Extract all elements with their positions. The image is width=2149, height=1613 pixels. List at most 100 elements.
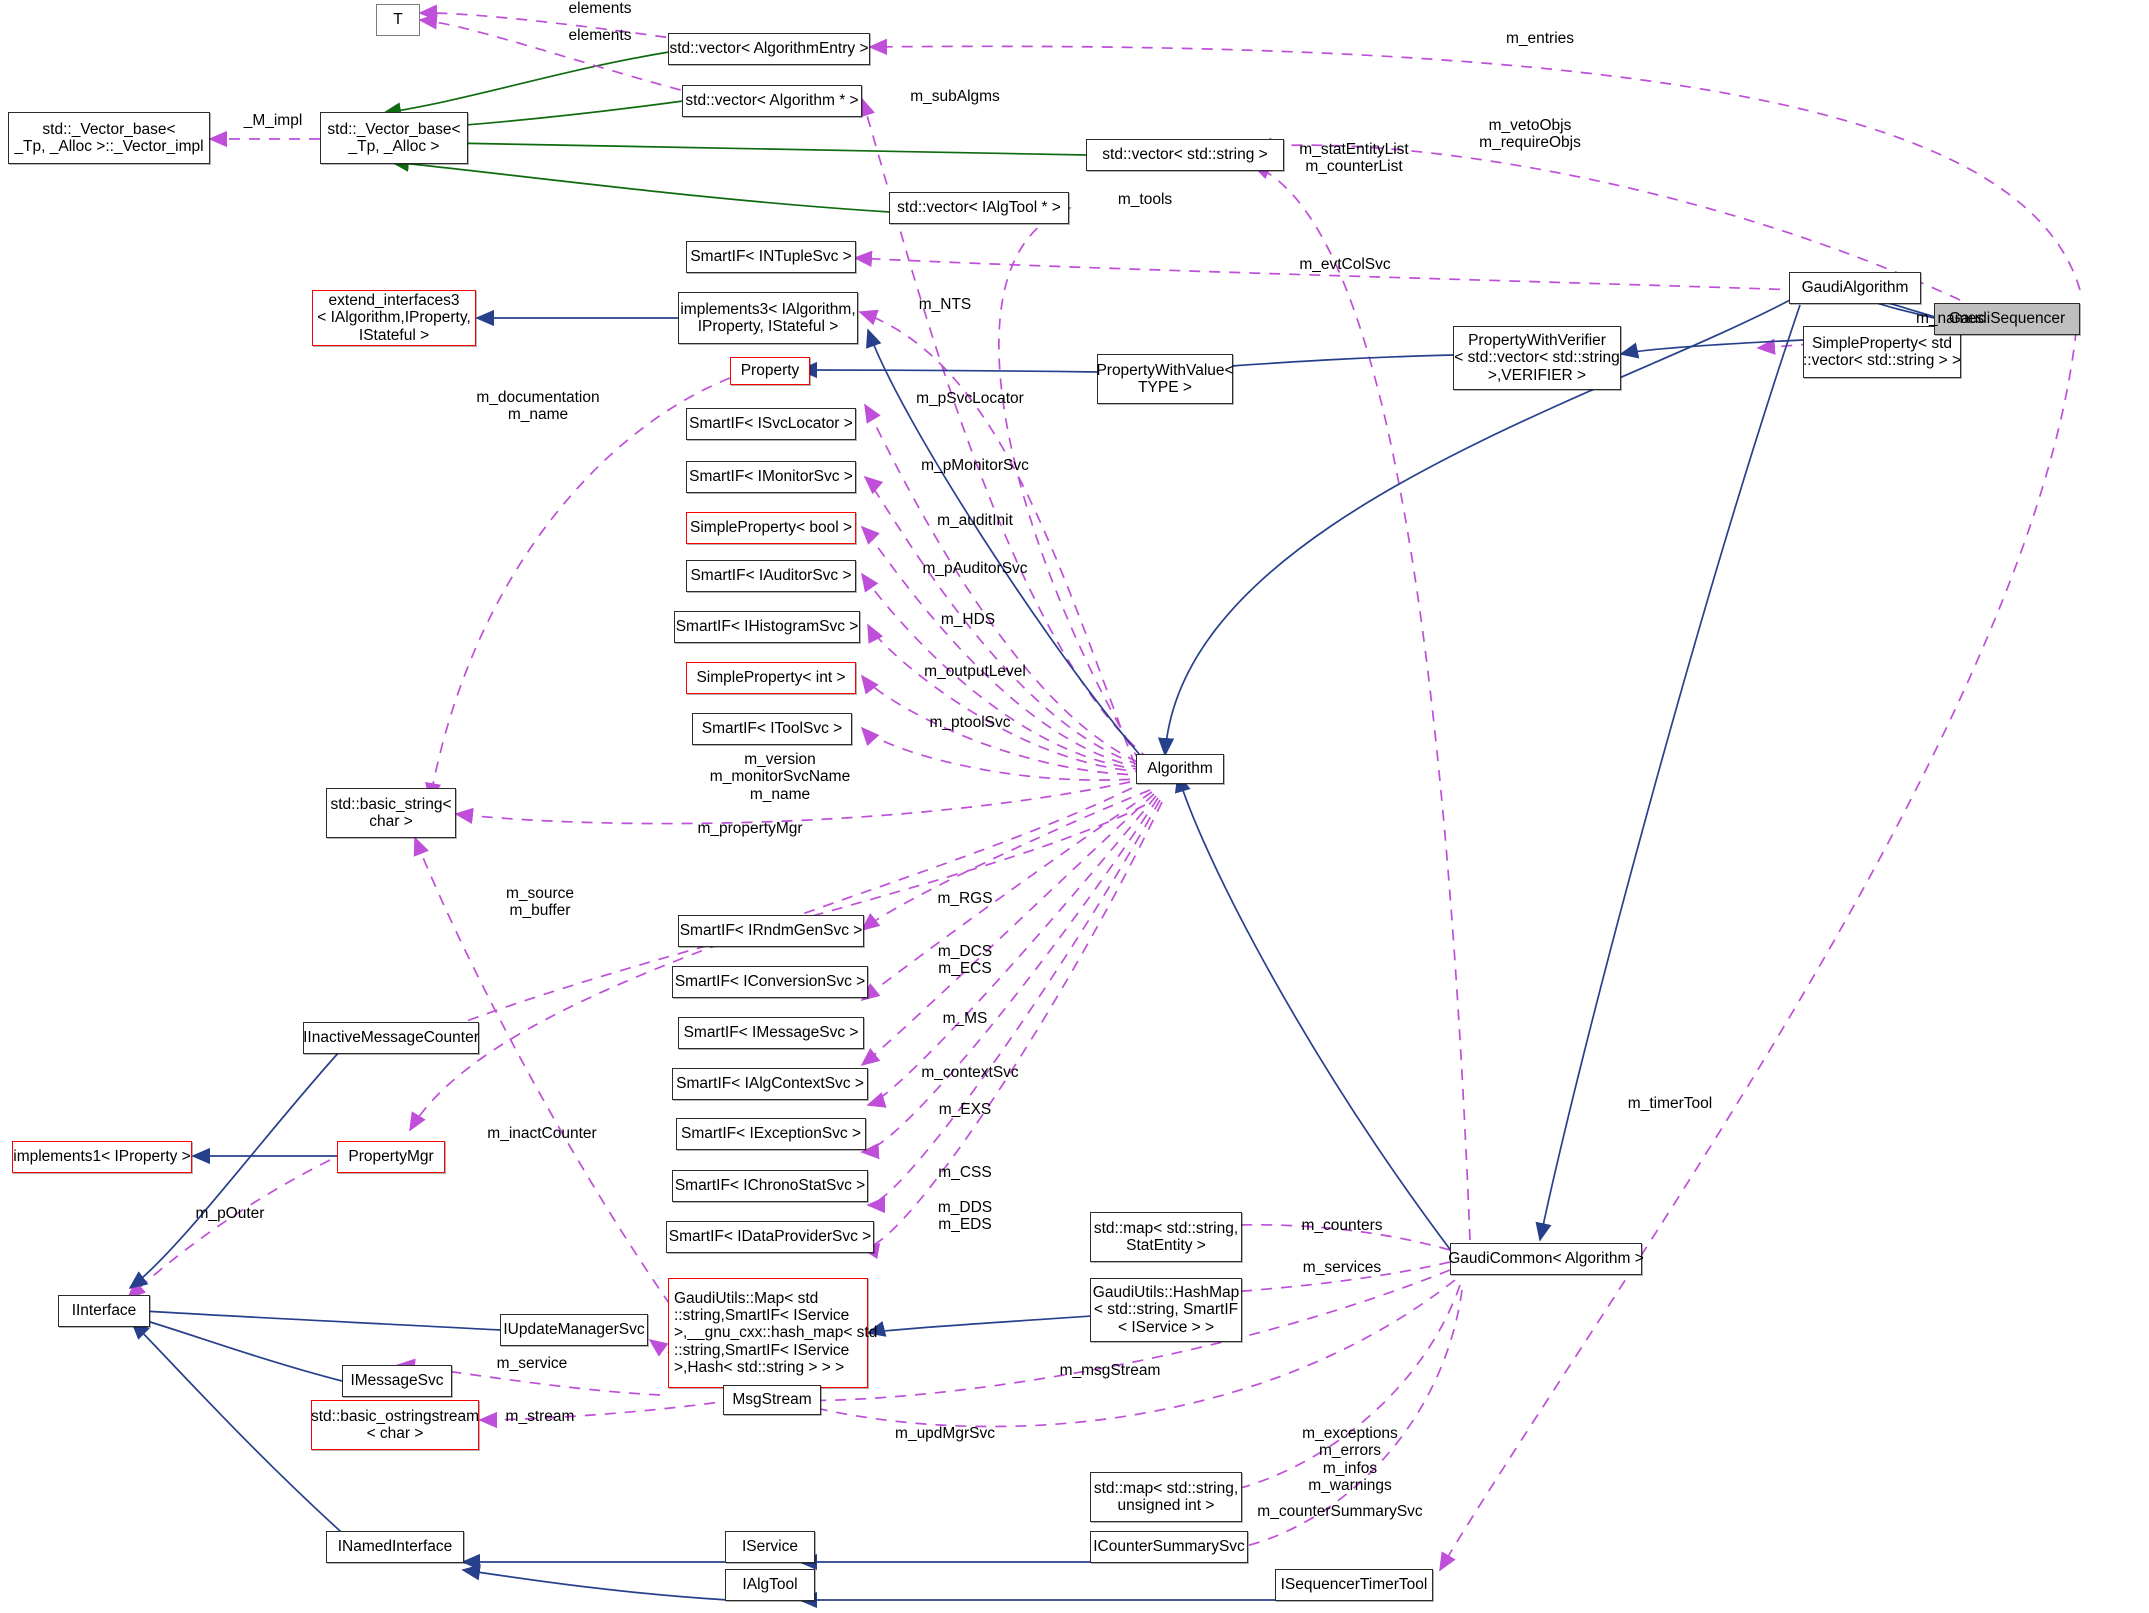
- node-label: std::basic_ostringstream < char >: [311, 1407, 479, 1442]
- node-label: GaudiCommon< Algorithm >: [1448, 1250, 1644, 1268]
- edge-label-text: elements: [568, 27, 632, 44]
- node-label: SmartIF< IAuditorSvc >: [690, 567, 852, 585]
- node-label: IService: [742, 1538, 798, 1556]
- node-t[interactable]: T: [376, 4, 420, 36]
- node-label: SimpleProperty< bool >: [690, 519, 852, 537]
- node-vector-algorithm-ptr[interactable]: std::vector< Algorithm * >: [682, 85, 862, 117]
- node-implements1-iproperty[interactable]: implements1< IProperty >: [12, 1141, 192, 1173]
- node-label: std::vector< Algorithm * >: [685, 92, 859, 110]
- node-gaudisequencer[interactable]: GaudiSequencer: [1934, 303, 2080, 335]
- node-implements3[interactable]: implements3< IAlgorithm, IProperty, ISta…: [678, 292, 858, 344]
- node-label: PropertyWithVerifier < std::vector< std:…: [1454, 331, 1620, 384]
- node-vector-base-impl[interactable]: std::_Vector_base< _Tp, _Alloc >::_Vecto…: [8, 112, 210, 164]
- node-label: std::vector< IAlgTool * >: [897, 199, 1061, 217]
- edge-label-m-updmgrsvc: m_updMgrSvc: [855, 1425, 1035, 1442]
- edge-label-text: m_services: [1302, 1259, 1382, 1276]
- node-simpleproperty-vector-string[interactable]: SimpleProperty< std ::vector< std::strin…: [1803, 326, 1961, 378]
- node-map-string-statentity[interactable]: std::map< std::string, StatEntity >: [1090, 1212, 1242, 1262]
- edge-label-text: m_statEntityList m_counterList: [1299, 141, 1409, 176]
- node-smartif-isvclocator[interactable]: SmartIF< ISvcLocator >: [686, 408, 856, 440]
- node-smartif-ihistogramsvc[interactable]: SmartIF< IHistogramSvc >: [674, 611, 860, 643]
- node-gaudiutils-hashmap[interactable]: GaudiUtils::HashMap < std::string, Smart…: [1090, 1278, 1242, 1342]
- node-icountersummarysvc[interactable]: ICounterSummarySvc: [1090, 1531, 1248, 1563]
- node-vector-string[interactable]: std::vector< std::string >: [1086, 139, 1284, 171]
- node-label: MsgStream: [732, 1391, 812, 1409]
- node-iinactivemessagecounter[interactable]: IInactiveMessageCounter: [303, 1022, 479, 1054]
- node-label: GaudiSequencer: [1948, 310, 2066, 328]
- node-label: std::_Vector_base< _Tp, _Alloc >: [327, 120, 461, 155]
- edge-label-m-rgs: m_RGS: [895, 890, 1035, 907]
- node-msgstream[interactable]: MsgStream: [723, 1385, 821, 1415]
- edge-label-m-dds: m_DDS m_EDS: [895, 1199, 1035, 1234]
- edge-label-m-dcs: m_DCS m_ECS: [895, 943, 1035, 978]
- node-smartif-ialgcontextsvc[interactable]: SmartIF< IAlgContextSvc >: [672, 1068, 868, 1100]
- node-property-with-value[interactable]: PropertyWithValue< TYPE >: [1096, 354, 1234, 404]
- edge-label-text: m_MS: [942, 1010, 988, 1027]
- node-simpleproperty-int[interactable]: SimpleProperty< int >: [686, 662, 856, 694]
- node-property-with-verifier[interactable]: PropertyWithVerifier < std::vector< std:…: [1453, 326, 1621, 390]
- node-vector-ialgtool[interactable]: std::vector< IAlgTool * >: [889, 192, 1069, 224]
- node-vector-base[interactable]: std::_Vector_base< _Tp, _Alloc >: [320, 112, 468, 164]
- node-smartif-intuplesvc[interactable]: SmartIF< INTupleSvc >: [686, 241, 856, 273]
- node-label: GaudiAlgorithm: [1801, 279, 1909, 297]
- node-smartif-idataprovidersvc[interactable]: SmartIF< IDataProviderSvc >: [666, 1221, 874, 1253]
- edge-label-m-subalgms: m_subAlgms: [878, 88, 1032, 105]
- edge-label-text: m_timerTool: [1627, 1095, 1713, 1112]
- node-simpleproperty-bool[interactable]: SimpleProperty< bool >: [686, 512, 856, 544]
- edge-label-text: m_pSvcLocator: [916, 390, 1024, 407]
- edge-label-text: m_updMgrSvc: [895, 1425, 995, 1442]
- edge-label-text: m_RGS: [937, 890, 993, 907]
- node-label: std::_Vector_base< _Tp, _Alloc >::_Vecto…: [14, 120, 204, 155]
- edge-label-m-pauditorsvc: m_pAuditorSvc: [890, 560, 1060, 577]
- node-smartif-ichronostatsvc[interactable]: SmartIF< IChronoStatSvc >: [672, 1170, 868, 1202]
- node-gaudicommon-algorithm[interactable]: GaudiCommon< Algorithm >: [1448, 1243, 1644, 1275]
- node-basic-string-char[interactable]: std::basic_string< char >: [326, 788, 456, 838]
- node-label: T: [393, 11, 403, 29]
- node-property[interactable]: Property: [730, 357, 810, 385]
- edge-label-m-impl: _M_impl: [228, 112, 318, 129]
- node-label: IMessageSvc: [350, 1372, 444, 1390]
- node-label: std::vector< std::string >: [1102, 146, 1268, 164]
- node-smartif-iexceptionsvc[interactable]: SmartIF< IExceptionSvc >: [676, 1118, 866, 1150]
- node-extend-interfaces3[interactable]: extend_interfaces3 < IAlgorithm,IPropert…: [312, 290, 476, 346]
- node-label: SmartIF< IMonitorSvc >: [689, 468, 853, 486]
- edge-label-text: m_stream: [505, 1408, 575, 1425]
- node-smartif-irndmgensvc[interactable]: SmartIF< IRndmGenSvc >: [678, 915, 864, 947]
- edge-label-m-inactcounter: m_inactCounter: [452, 1125, 632, 1142]
- node-label: SmartIF< IExceptionSvc >: [680, 1125, 862, 1143]
- node-isequencertimertool[interactable]: ISequencerTimerTool: [1275, 1569, 1433, 1601]
- edge-label-m-source: m_source m_buffer: [470, 885, 610, 920]
- edge-label-text: m_ptoolSvc: [929, 714, 1011, 731]
- node-gaudiutils-map[interactable]: GaudiUtils::Map< std ::string,SmartIF< I…: [668, 1278, 877, 1388]
- node-smartif-itoolsvc[interactable]: SmartIF< IToolSvc >: [692, 713, 852, 745]
- edge-label-m-version: m_version m_monitorSvcName m_name: [660, 751, 900, 803]
- node-smartif-iconversionsvc[interactable]: SmartIF< IConversionSvc >: [672, 966, 868, 998]
- edge-label-m-pmonitorsvc: m_pMonitorSvc: [890, 457, 1060, 474]
- node-label: implements1< IProperty >: [13, 1148, 191, 1166]
- node-algorithm[interactable]: Algorithm: [1136, 754, 1224, 784]
- node-imessagesvc[interactable]: IMessageSvc: [342, 1365, 452, 1397]
- node-smartif-iauditorsvc[interactable]: SmartIF< IAuditorSvc >: [686, 560, 856, 592]
- node-inamedinterface[interactable]: INamedInterface: [326, 1531, 464, 1563]
- node-iservice[interactable]: IService: [725, 1531, 815, 1563]
- node-smartif-imessagesvc[interactable]: SmartIF< IMessageSvc >: [678, 1017, 864, 1049]
- node-map-string-unsigned-int[interactable]: std::map< std::string, unsigned int >: [1090, 1472, 1242, 1522]
- node-basic-ostringstream-char[interactable]: std::basic_ostringstream < char >: [311, 1400, 479, 1450]
- edge-label-m-services: m_services: [1262, 1259, 1422, 1276]
- edge-label-text: m_inactCounter: [487, 1125, 597, 1142]
- edge-label-text: m_DCS m_ECS: [937, 943, 993, 978]
- node-label: IInactiveMessageCounter: [303, 1029, 479, 1047]
- node-smartif-imonitorsvc[interactable]: SmartIF< IMonitorSvc >: [686, 461, 856, 493]
- edge-label-m-tools: m_tools: [1090, 191, 1200, 208]
- edge-label-text: m_contextSvc: [921, 1064, 1019, 1081]
- node-iupdatemanagersvc[interactable]: IUpdateManagerSvc: [500, 1314, 648, 1346]
- node-vector-algorithmentry[interactable]: std::vector< AlgorithmEntry >: [668, 33, 870, 65]
- node-gaudialgorithm[interactable]: GaudiAlgorithm: [1789, 272, 1921, 304]
- node-propertymgr[interactable]: PropertyMgr: [337, 1141, 445, 1173]
- node-iinterface[interactable]: IInterface: [58, 1295, 150, 1327]
- node-ialgtool[interactable]: IAlgTool: [725, 1569, 815, 1601]
- node-label: implements3< IAlgorithm, IProperty, ISta…: [680, 300, 856, 335]
- edge-label-text: m_evtColSvc: [1299, 256, 1391, 273]
- edge-label-text: m_HDS: [940, 611, 996, 628]
- node-label: PropertyWithValue< TYPE >: [1096, 361, 1234, 396]
